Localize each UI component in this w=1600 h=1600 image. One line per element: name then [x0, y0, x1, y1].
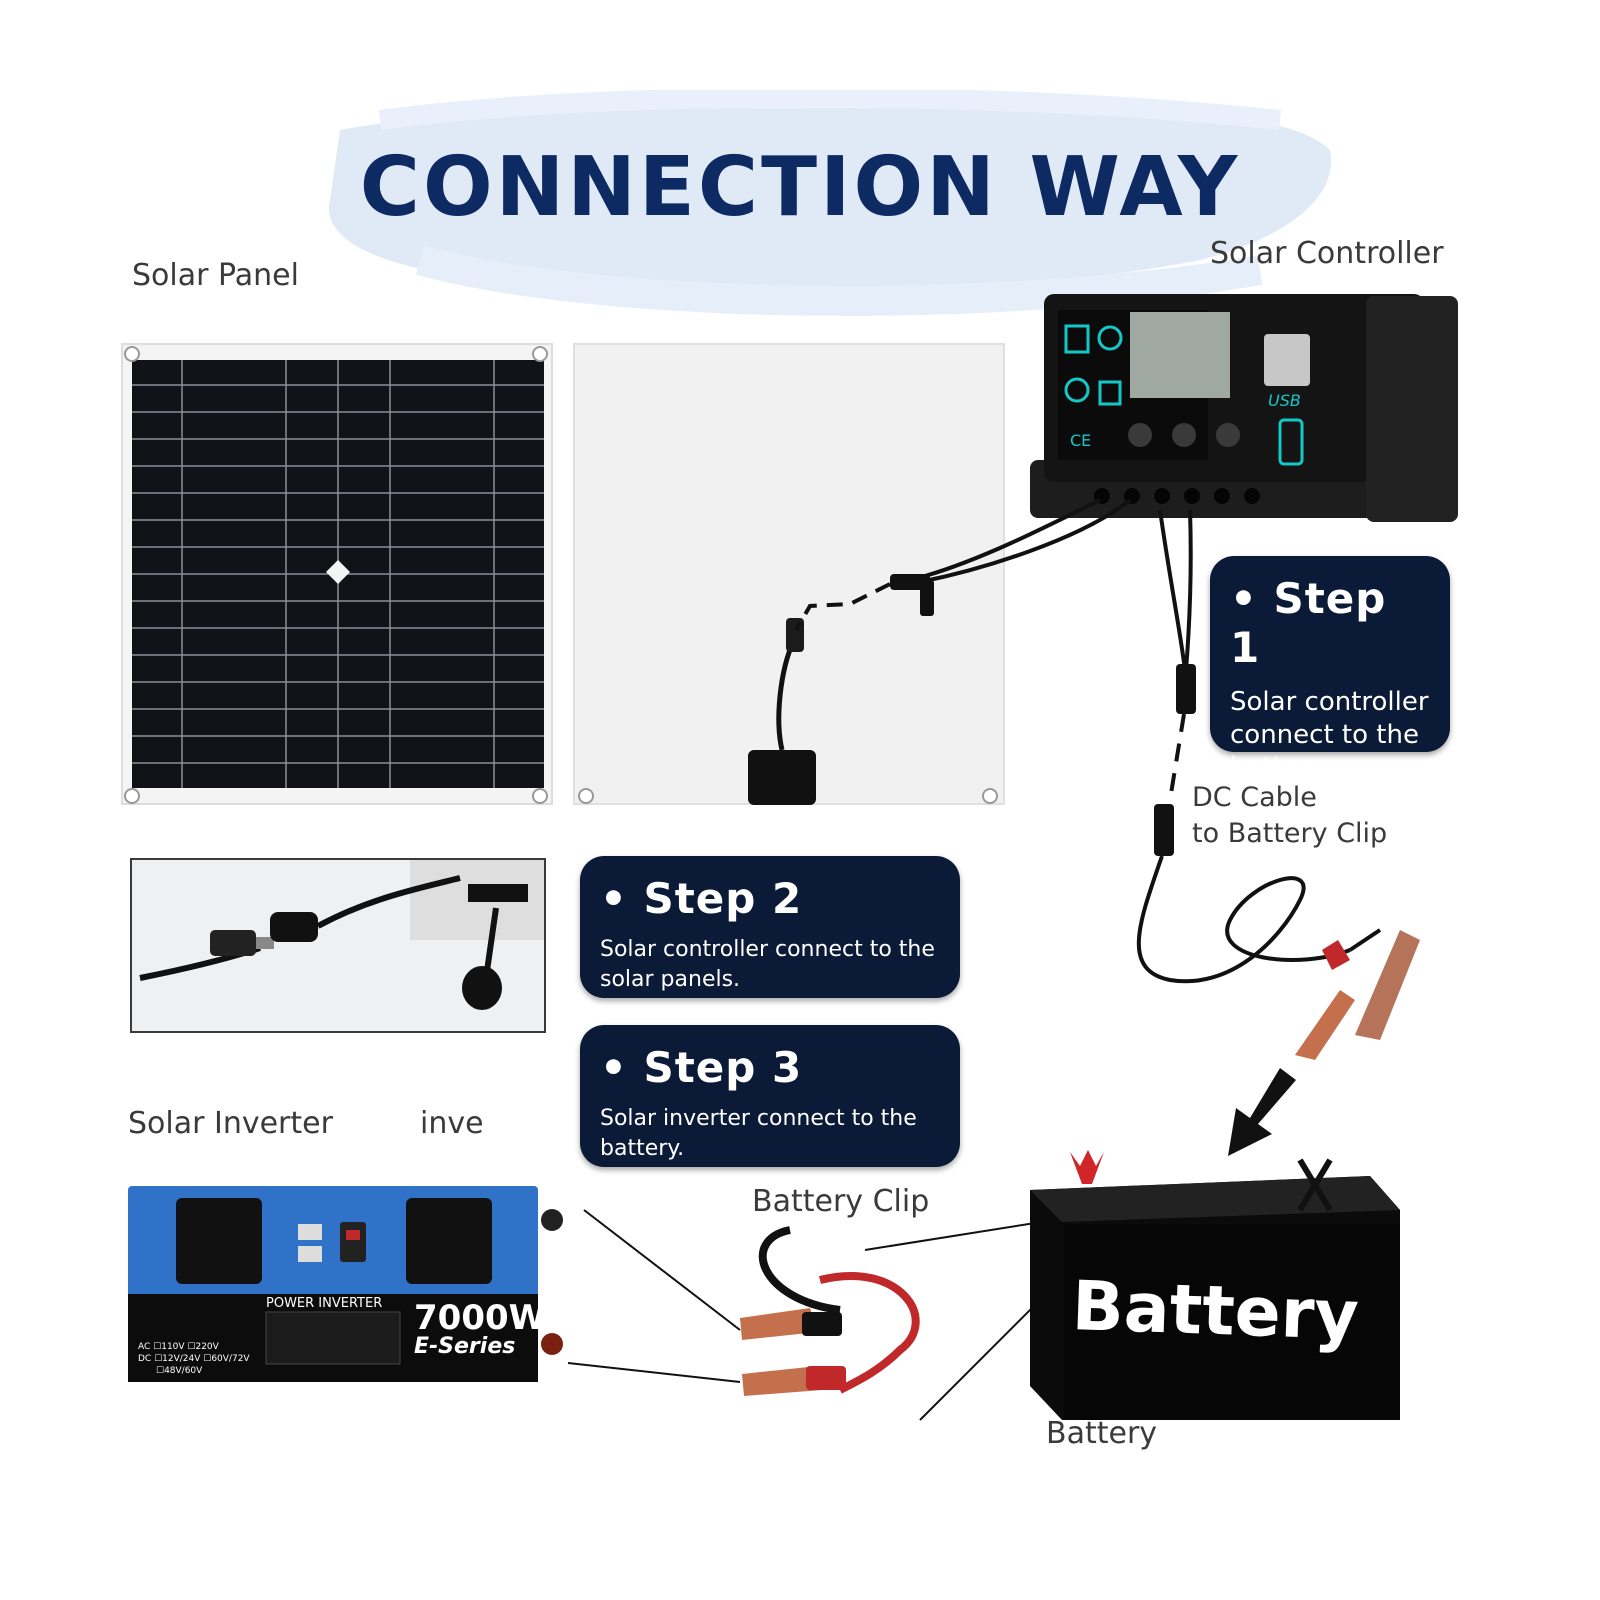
- label-solar-inverter: Solar Inverter: [128, 1106, 333, 1141]
- inverter-brand-label: POWER INVERTER: [266, 1296, 383, 1311]
- battery-body: [1030, 1150, 1400, 1420]
- step-1-text-line3: battery.: [1230, 752, 1330, 782]
- step-3-heading: • Step 3: [600, 1043, 803, 1092]
- inverter-spec-ac: AC ☐110V ☐220V: [138, 1342, 219, 1352]
- panel-controller-cable: [794, 498, 1132, 632]
- connector-photo-inset: [130, 858, 546, 1033]
- label-battery: Battery: [1046, 1416, 1158, 1451]
- controller-battery-cable: [1136, 509, 1420, 1060]
- svg-text:USB: USB: [1268, 391, 1301, 410]
- step-3-text-line2: battery.: [600, 1135, 685, 1161]
- inverter-series: E-Series: [414, 1334, 516, 1359]
- inverter-wattage: 7000W: [414, 1298, 547, 1338]
- step-3-box: • Step 3 Solar inverter connect to the b…: [580, 1025, 960, 1167]
- step-2-box: • Step 2 Solar controller connect to the…: [580, 856, 960, 998]
- label-inverter-fragment: inve: [420, 1106, 484, 1141]
- title-brush-background: [328, 90, 1332, 316]
- inverter-spec-dc: DC ☐12V/24V ☐60V/72V: [138, 1354, 250, 1364]
- step-2-text-line2: solar panels.: [600, 966, 741, 992]
- svg-text:CE: CE: [1070, 431, 1091, 450]
- power-inverter-body: [128, 1186, 563, 1382]
- inverter-spec-dc2: ☐48V/60V: [156, 1366, 203, 1376]
- label-solar-controller: Solar Controller: [1210, 236, 1444, 271]
- step-1-box: • Step 1 Solar controller connect to the…: [1210, 556, 1450, 782]
- label-dc-cable: DC Cable to Battery Clip: [1192, 780, 1387, 852]
- solar-panel-front: [121, 343, 553, 805]
- step-2-heading: • Step 2: [600, 874, 803, 923]
- step-3-text-line1: Solar inverter connect to the: [600, 1106, 917, 1131]
- battery-clips: [567, 1209, 1040, 1421]
- step-1-text-line1: Solar controller: [1230, 687, 1429, 717]
- down-arrow-icon: [1228, 1068, 1296, 1156]
- step-1-heading: • Step 1: [1230, 574, 1387, 672]
- step-2-text-line1: Solar controller connect to the: [600, 937, 935, 962]
- solar-controller: CE USB: [1030, 294, 1458, 522]
- label-dc-cable-line1: DC Cable: [1192, 782, 1317, 813]
- label-solar-panel: Solar Panel: [132, 258, 299, 293]
- power-inverter: POWER INVERTER 7000W E-Series AC ☐110V ☐…: [128, 1184, 563, 1384]
- page-title: CONNECTION WAY: [359, 140, 1241, 235]
- step-1-text-line2: connect to the: [1230, 719, 1419, 750]
- battery-body-text: Battery: [1070, 1267, 1361, 1356]
- label-battery-clip: Battery Clip: [752, 1184, 930, 1219]
- label-dc-cable-line2: to Battery Clip: [1192, 818, 1388, 849]
